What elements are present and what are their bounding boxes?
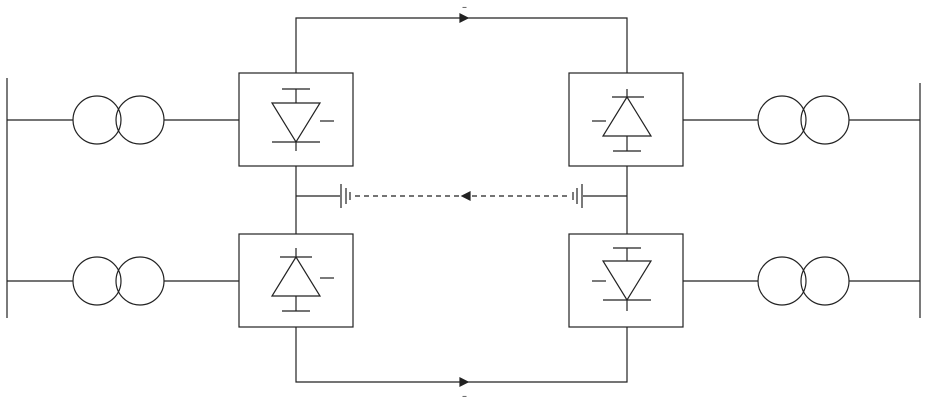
current-direction-arrow-icon xyxy=(459,13,470,23)
right-ground-electrode-icon xyxy=(572,184,627,208)
thyristor-up-icon xyxy=(270,248,334,312)
transformer-upper-right xyxy=(757,95,850,145)
transformer-winding-icon xyxy=(800,95,850,145)
transformer-winding-icon xyxy=(115,95,165,145)
left-ground-electrode-icon xyxy=(296,184,351,208)
transformer-lower-right xyxy=(757,256,850,306)
top-marker-label: – xyxy=(462,2,467,13)
converter-lower-left xyxy=(238,233,354,328)
thyristor-down-icon xyxy=(270,88,334,151)
thyristor-down-icon xyxy=(592,247,653,311)
current-direction-arrow-icon xyxy=(459,377,470,387)
converter-upper-left xyxy=(238,72,354,167)
transformer-winding-icon xyxy=(757,95,807,145)
bottom-marker-label: – xyxy=(462,391,467,401)
dc-line-top xyxy=(295,17,628,73)
transformer-winding-icon xyxy=(72,256,122,306)
converter-upper-right xyxy=(568,72,684,167)
transformer-upper-left xyxy=(72,95,165,145)
ground-return-arrow-icon xyxy=(460,191,471,201)
transformer-winding-icon xyxy=(757,256,807,306)
transformer-winding-icon xyxy=(800,256,850,306)
dc-line-bottom xyxy=(295,327,628,383)
transformer-winding-icon xyxy=(72,95,122,145)
transformer-lower-left xyxy=(72,256,165,306)
thyristor-up-icon xyxy=(592,89,653,152)
transformer-winding-icon xyxy=(115,256,165,306)
